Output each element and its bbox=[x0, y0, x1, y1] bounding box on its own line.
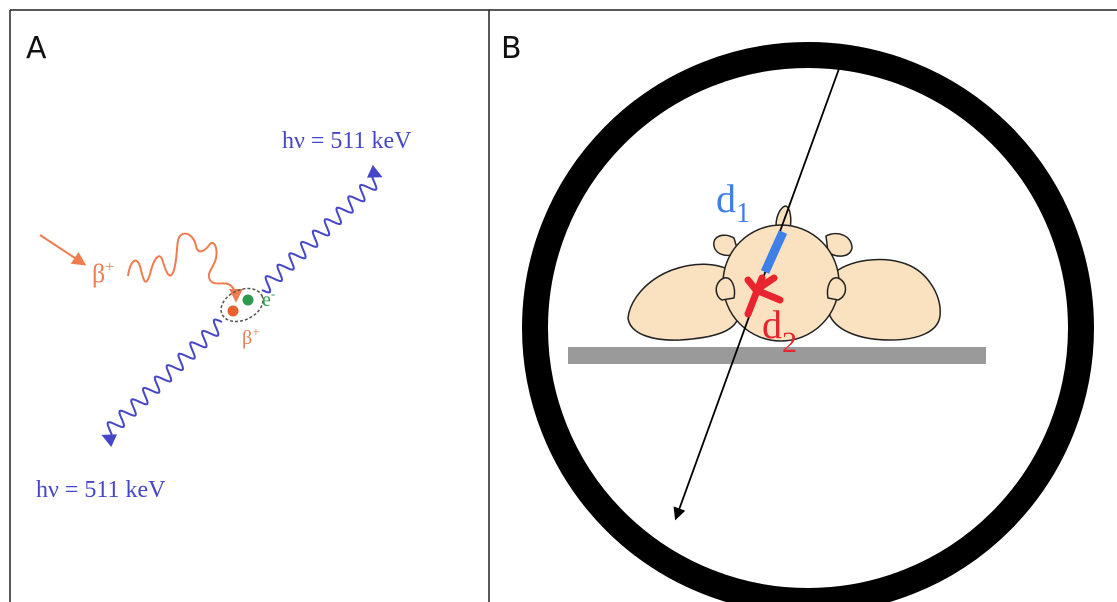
positron-path bbox=[127, 232, 243, 303]
patient-figure bbox=[627, 205, 941, 342]
panel-a-letter: A bbox=[26, 31, 47, 66]
annihilation-site bbox=[220, 287, 264, 323]
d2-burst bbox=[744, 274, 784, 318]
d2-label: d2 bbox=[762, 302, 797, 359]
electron-label: e- bbox=[262, 286, 275, 311]
photon-top-label: hν = 511 keV bbox=[282, 128, 412, 154]
patient-table bbox=[568, 347, 986, 364]
panel-frames bbox=[9, 9, 1117, 602]
incoming-beta-arrow bbox=[39, 234, 87, 266]
d1-segment bbox=[760, 230, 788, 274]
panel-b-letter: B bbox=[501, 31, 522, 66]
positron-dot bbox=[227, 305, 239, 317]
photon-up-wave bbox=[261, 164, 383, 294]
photon-down-wave bbox=[101, 318, 223, 448]
electron-dot bbox=[242, 294, 254, 306]
positron-label: β+ bbox=[242, 324, 260, 349]
d1-label: d1 bbox=[716, 176, 750, 229]
beta-plus-label: β+ bbox=[92, 259, 114, 288]
panel-b: B d1 bbox=[501, 31, 1094, 602]
photon-bottom-label: hν = 511 keV bbox=[36, 477, 166, 503]
panel-a: A β+ e- β+ hν = 511 keV hν = 511 keV bbox=[26, 31, 412, 503]
detector-ring bbox=[522, 42, 1094, 602]
